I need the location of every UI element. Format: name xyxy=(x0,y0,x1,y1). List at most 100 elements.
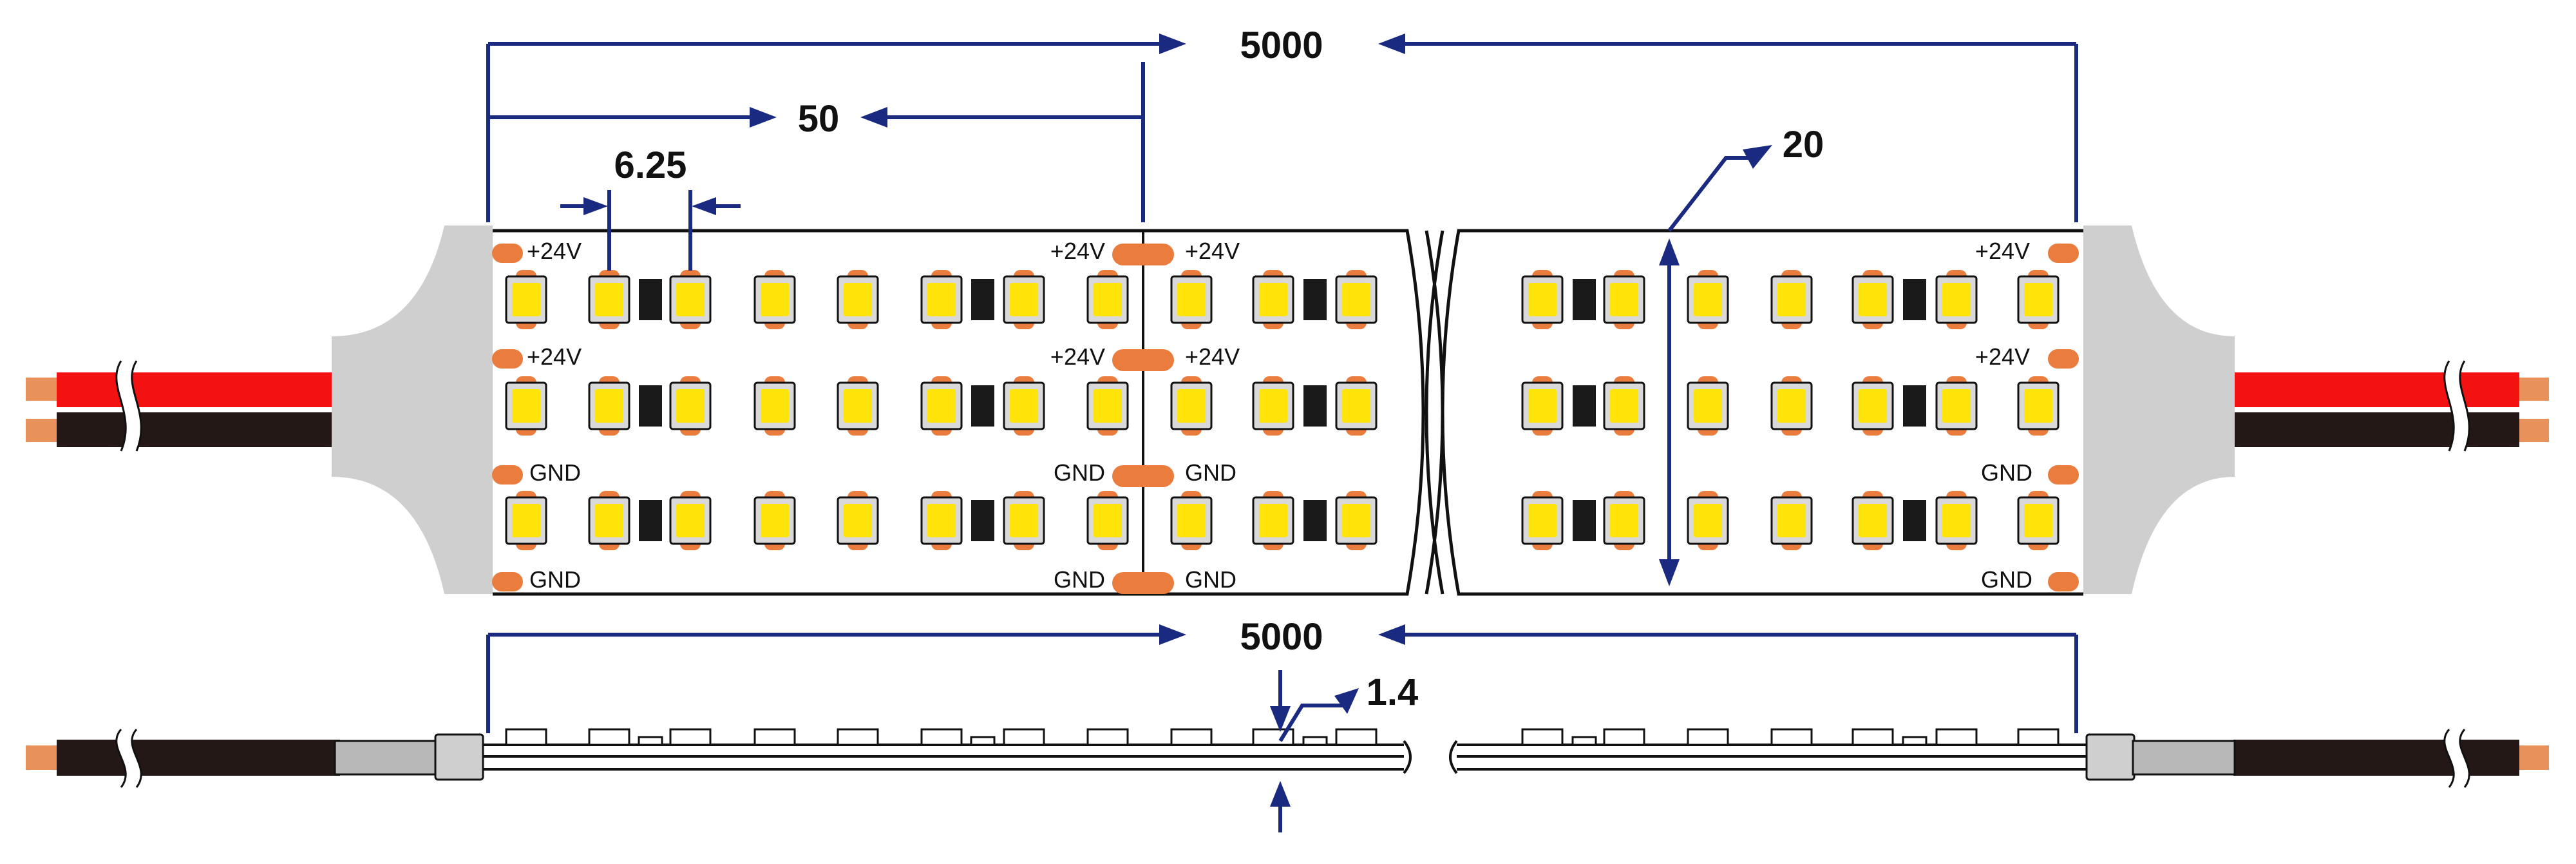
break-mark-icon xyxy=(2443,724,2470,792)
resistor-icon xyxy=(1303,385,1327,427)
side-wire-right xyxy=(2233,740,2519,776)
side-led-chip xyxy=(669,728,712,746)
dimension-arrow-icon xyxy=(1159,624,1186,645)
led-chip-icon xyxy=(1003,491,1045,550)
led-chip-icon xyxy=(837,376,879,436)
led-lens xyxy=(1610,389,1638,423)
led-chip-icon xyxy=(588,270,630,329)
pad-label-ground: GND xyxy=(1054,459,1105,486)
led-chip-icon xyxy=(1003,376,1045,436)
led-lens xyxy=(1610,504,1638,537)
resistor-icon xyxy=(639,385,662,427)
led-lens xyxy=(1528,389,1557,423)
dimension-arrow-icon xyxy=(1159,34,1186,54)
led-chip-icon xyxy=(505,270,547,329)
side-led-chip xyxy=(1770,728,1813,746)
solder-pad-icon xyxy=(492,465,523,485)
side-led-chip xyxy=(920,728,963,746)
strip-components xyxy=(492,244,2079,594)
led-chip-icon xyxy=(1770,270,1813,329)
dimension-total-length-side xyxy=(486,624,2078,733)
led-chip-icon xyxy=(1521,270,1564,329)
side-led-chip xyxy=(1252,728,1294,746)
resistor-icon xyxy=(1573,385,1596,427)
resistor-icon xyxy=(971,385,994,427)
led-chip-icon xyxy=(1335,270,1378,329)
strip-width-label: 20 xyxy=(1783,124,1824,166)
side-endcap-right xyxy=(2085,733,2136,781)
led-chip-icon xyxy=(753,491,796,550)
led-lens xyxy=(844,504,872,537)
right-red-wire xyxy=(2233,372,2519,407)
side-led-chip xyxy=(1086,728,1129,746)
pad-label-positive: +24V xyxy=(1050,238,1105,264)
total-length-label: 5000 xyxy=(1240,24,1323,66)
led-lens xyxy=(844,389,872,423)
break-mark-icon xyxy=(2443,357,2470,454)
led-chip-icon xyxy=(1170,491,1213,550)
solder-pad-icon xyxy=(492,572,523,591)
dimension-arrow-icon xyxy=(860,107,887,128)
led-chip-icon xyxy=(1603,376,1645,436)
dimension-arrow-icon xyxy=(1334,688,1359,714)
dimension-arrow-icon xyxy=(1378,624,1405,645)
led-chip-icon xyxy=(837,491,879,550)
dimension-thickness xyxy=(1270,670,1359,832)
dimension-arrow-icon xyxy=(1378,34,1405,54)
right-wire-tip-red xyxy=(2519,378,2549,401)
led-pitch-label: 6.25 xyxy=(614,144,687,186)
pad-label-ground: GND xyxy=(1185,459,1236,486)
resistor-icon xyxy=(1903,385,1926,427)
led-lens xyxy=(1259,389,1287,423)
led-chip-icon xyxy=(753,270,796,329)
led-lens xyxy=(1259,283,1287,316)
led-chip-icon xyxy=(1770,376,1813,436)
led-lens xyxy=(1528,283,1557,316)
led-chip-icon xyxy=(1687,491,1729,550)
led-chip-icon xyxy=(505,491,547,550)
dimension-cut-length xyxy=(488,62,1145,222)
led-chip-icon xyxy=(1252,376,1294,436)
led-chip-icon xyxy=(1687,270,1729,329)
led-lens xyxy=(1177,283,1206,316)
led-chip-icon xyxy=(1935,376,1978,436)
pad-label-positive: +24V xyxy=(1975,343,2030,370)
pad-label-ground: GND xyxy=(529,459,581,486)
led-lens xyxy=(1777,389,1806,423)
dimension-arrow-icon xyxy=(1659,238,1680,265)
led-lens xyxy=(1094,283,1122,316)
side-resistor xyxy=(970,736,996,746)
led-lens xyxy=(1259,504,1287,537)
led-lens xyxy=(676,389,705,423)
break-mark-icon xyxy=(1449,740,1458,774)
led-chip-icon xyxy=(2017,491,2060,550)
side-led-chip xyxy=(1603,728,1645,746)
dimension-strip-width xyxy=(1659,145,1772,586)
solder-pad-icon xyxy=(1112,465,1174,487)
break-mark-icon xyxy=(115,357,142,454)
side-wire-left xyxy=(57,740,340,776)
side-components xyxy=(505,728,2060,746)
led-lens xyxy=(1342,504,1370,537)
break-mark-icon xyxy=(115,724,142,792)
resistor-icon xyxy=(1573,279,1596,320)
pad-label-positive: +24V xyxy=(527,238,582,264)
pad-label-positive: +24V xyxy=(1050,343,1105,370)
dimension-arrow-icon xyxy=(583,197,608,215)
pad-label-positive: +24V xyxy=(527,343,582,370)
led-chip-icon xyxy=(2017,270,2060,329)
led-lens xyxy=(595,504,623,537)
side-total-length-label: 5000 xyxy=(1240,616,1323,658)
led-chip-icon xyxy=(2017,376,2060,436)
led-lens xyxy=(1859,389,1887,423)
led-lens xyxy=(761,389,789,423)
led-chip-icon xyxy=(1770,491,1813,550)
led-lens xyxy=(1694,389,1722,423)
side-led-chip xyxy=(1852,728,1894,746)
thickness-label: 1.4 xyxy=(1367,671,1419,713)
led-lens xyxy=(512,389,540,423)
pad-label-positive: +24V xyxy=(1185,238,1240,264)
led-lens xyxy=(1094,504,1122,537)
left-wires xyxy=(26,357,340,454)
left-endcap xyxy=(332,226,493,594)
